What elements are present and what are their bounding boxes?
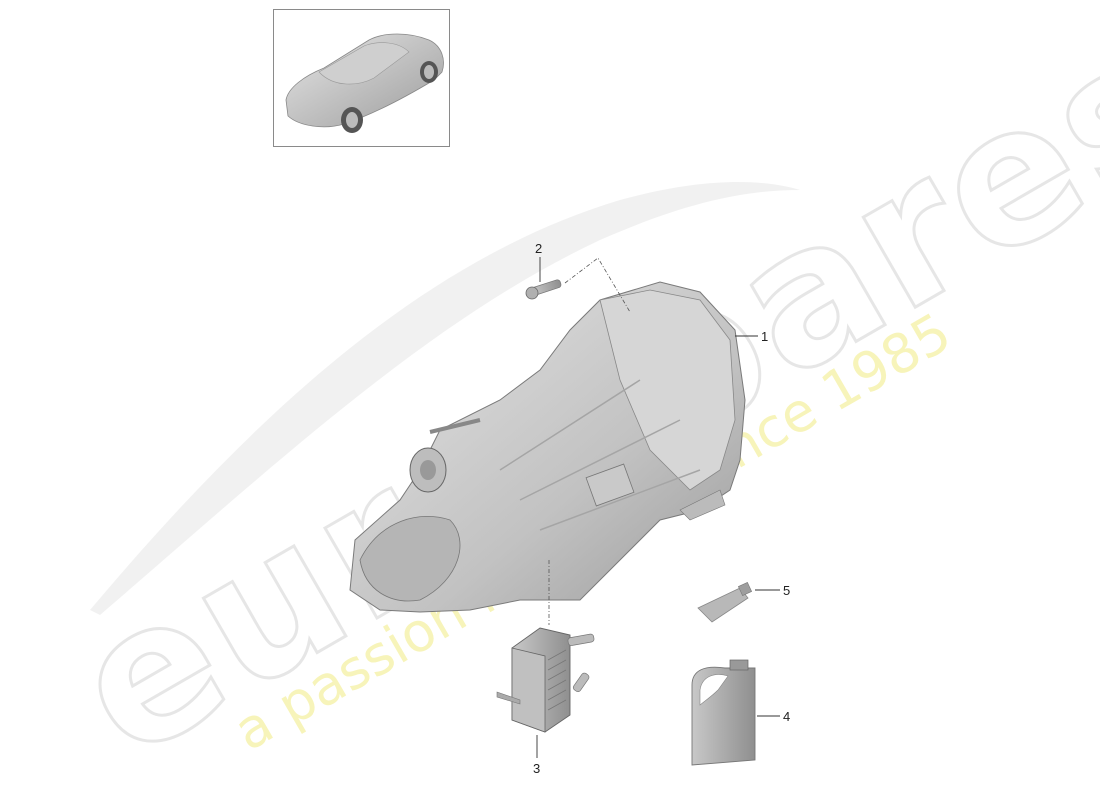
callout-2[interactable]: 2 — [535, 242, 542, 255]
bolt-part[interactable] — [526, 279, 562, 299]
transmission-part[interactable] — [350, 282, 745, 612]
callout-1[interactable]: 1 — [761, 330, 768, 343]
callout-3[interactable]: 3 — [533, 762, 540, 775]
oil-cooler-part[interactable] — [497, 628, 594, 732]
oil-canister-part[interactable] — [692, 660, 755, 765]
callout-4[interactable]: 4 — [783, 710, 790, 723]
callout-5[interactable]: 5 — [783, 584, 790, 597]
sealant-tube-part[interactable] — [698, 582, 752, 622]
